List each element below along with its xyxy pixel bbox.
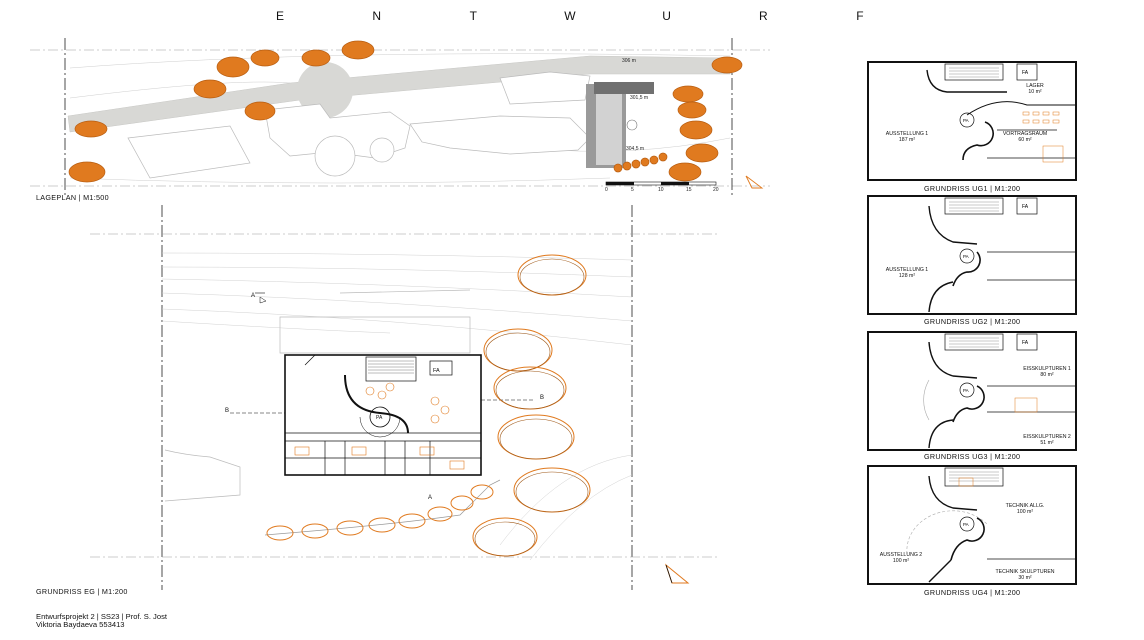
scale-bar: 0 5 10 15 20: [605, 181, 719, 193]
level-label: 306 m: [622, 58, 636, 64]
room-name: LAGER: [1026, 83, 1044, 89]
section-marker-a: A: [251, 293, 255, 299]
title-letter: E: [275, 9, 284, 23]
title-letter: N: [372, 9, 381, 23]
lift-label-fa: FA: [1022, 204, 1029, 210]
room-area: 187 m²: [899, 137, 915, 143]
room-area: 30 m²: [1018, 575, 1032, 581]
room-name: EISSKULPTUREN 2: [1023, 434, 1071, 440]
scale-number: 20: [713, 187, 719, 193]
ug1-caption: GRUNDRISS UG1 | M1:200: [924, 184, 1021, 193]
title-letter: U: [662, 9, 671, 23]
sheet-title: E N T W U R F: [270, 9, 870, 23]
level-label: 304,5 m: [626, 146, 644, 152]
ramp-label-pa: PA: [376, 415, 383, 421]
credits-line-project: Entwurfsprojekt 2 | SS23 | Prof. S. Jost: [36, 612, 167, 621]
floor-plan-eg: FA PA A B B A: [90, 205, 720, 590]
room-area: 100 m²: [893, 558, 909, 564]
room-area: 60 m²: [1018, 137, 1032, 143]
title-letter: W: [564, 9, 576, 23]
section-marker-b-right: B: [540, 395, 544, 401]
title-letter: R: [758, 9, 768, 23]
ug3-caption: GRUNDRISS UG3 | M1:200: [924, 452, 1021, 461]
ug4-caption: GRUNDRISS UG4 | M1:200: [924, 588, 1021, 597]
floor-plan-ug1: FA PA LAGER 10 m² AUSSTELLUNG 1 187 m² V…: [867, 61, 1077, 181]
credits-line-author: Viktoria Baydaeva 553413: [36, 620, 125, 630]
scale-number: 0: [605, 187, 608, 193]
room-name: AUSSTELLUNG 1: [886, 131, 928, 137]
north-arrow-icon: [745, 175, 764, 189]
room-area: 80 m²: [1040, 372, 1054, 378]
lift-label-fa: FA: [1022, 70, 1029, 76]
floor-plan-ug4: PA TECHNIK ALLG. 100 m² AUSSTELLUNG 2 10…: [867, 465, 1077, 585]
section-marker-b: B: [225, 408, 229, 414]
room-name: VORTRAGSRAUM: [1003, 131, 1047, 137]
lift-label-fa: FA: [433, 368, 440, 374]
title-letter: F: [856, 9, 864, 23]
project-building-plan: [586, 82, 654, 168]
eg-building: FA PA: [284, 354, 482, 476]
scale-number: 10: [658, 187, 664, 193]
room-area: 51 m²: [1040, 440, 1054, 446]
title-letter: T: [469, 9, 477, 23]
level-label: 301,5 m: [630, 95, 648, 101]
scale-number: 5: [631, 187, 634, 193]
lageplan-site-plan: 306 m 301,5 m 304,5 m 0 5 10 1: [30, 38, 770, 198]
ramp-label-pa: PA: [963, 254, 969, 259]
scale-number: 15: [686, 187, 692, 193]
floor-plan-ug2: FA PA AUSSTELLUNG 1 128 m²: [867, 195, 1077, 315]
ramp-label-pa: PA: [963, 118, 969, 123]
ramp-label-pa: PA: [963, 522, 969, 527]
ramp-label-pa: PA: [963, 388, 969, 393]
lageplan-caption: LAGEPLAN | M1:500: [36, 193, 109, 202]
room-name: TECHNIK ALLG.: [1006, 503, 1045, 509]
room-area: 100 m²: [1017, 509, 1033, 515]
room-name: AUSSTELLUNG 2: [880, 552, 922, 558]
section-marker-a-bottom: A: [428, 495, 432, 501]
room-name: EISSKULPTUREN 1: [1023, 366, 1071, 372]
lift-label-fa: FA: [1022, 340, 1029, 346]
eg-caption: GRUNDRISS EG | M1:200: [36, 587, 128, 596]
room-area: 10 m²: [1028, 89, 1042, 95]
project-credits: Entwurfsprojekt 2 | SS23 | Prof. S. Jost…: [36, 612, 167, 630]
room-name: TECHNIK SKULPTUREN: [995, 569, 1054, 575]
room-area: 128 m²: [899, 273, 915, 279]
room-name: AUSSTELLUNG 1: [886, 267, 928, 273]
floor-plan-ug3: FA PA EISSKULPTUREN 1 80 m² EISSKULPTURE…: [867, 331, 1077, 451]
ug2-caption: GRUNDRISS UG2 | M1:200: [924, 317, 1021, 326]
